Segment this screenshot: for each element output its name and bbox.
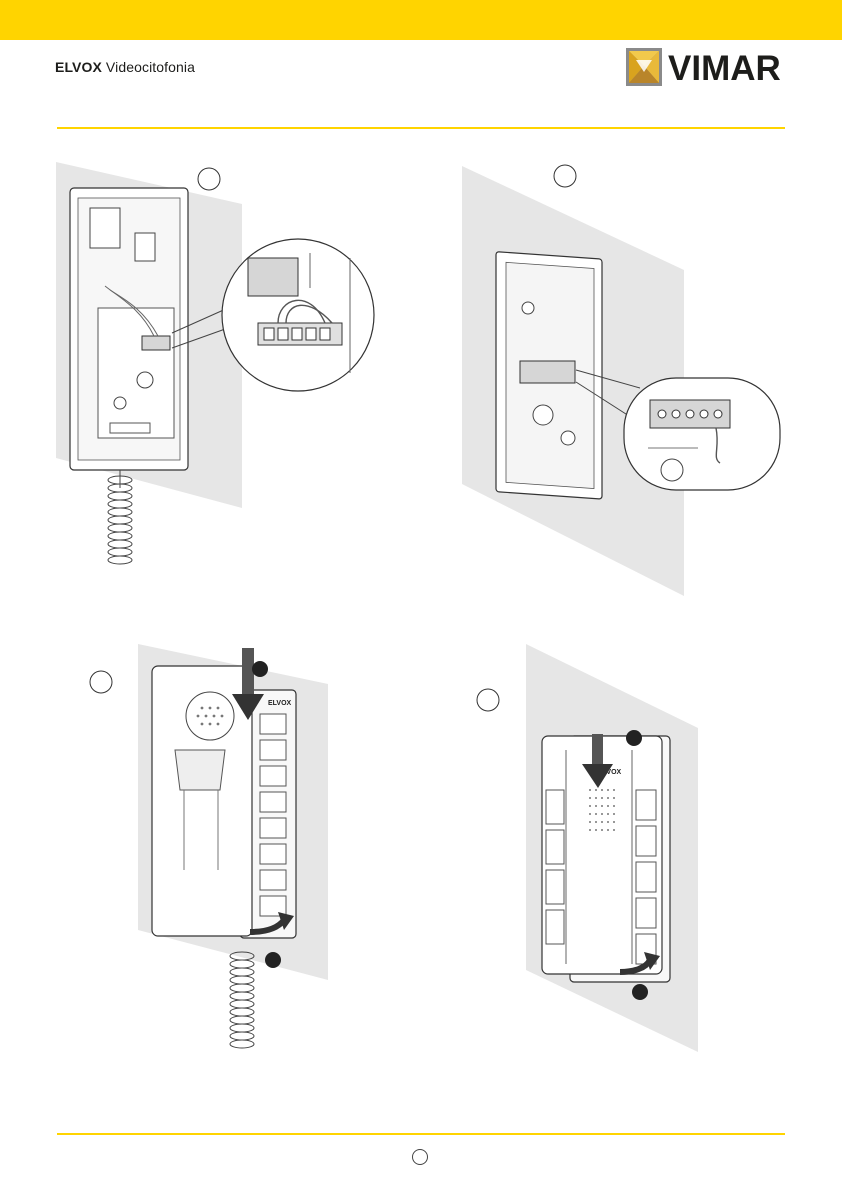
brand-line: ELVOX Videocitofonia xyxy=(55,59,195,75)
figure-closing-handset: ELVOX xyxy=(80,640,335,1060)
page-marker-circle xyxy=(412,1149,428,1165)
top-rule xyxy=(57,127,785,129)
brand-bold: ELVOX xyxy=(55,59,102,75)
logo-text: VIMAR xyxy=(668,49,781,86)
figure-closing-handsfree: ELVOX xyxy=(470,640,705,1060)
bottom-rule xyxy=(57,1133,785,1135)
figure-wiring-handset xyxy=(50,158,400,578)
device-brand-label: ELVOX xyxy=(268,700,292,707)
brand-light: Videocitofonia xyxy=(106,59,195,75)
figure-wiring-handsfree xyxy=(458,158,788,603)
vimar-logo: VIMAR xyxy=(626,48,788,86)
top-accent-bar xyxy=(0,0,842,40)
